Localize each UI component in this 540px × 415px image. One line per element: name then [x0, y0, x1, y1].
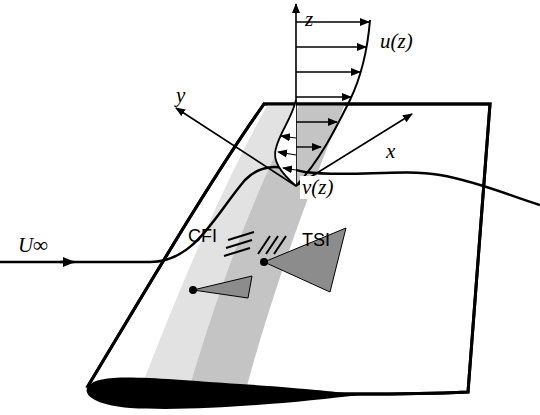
axis-label: y: [174, 84, 187, 107]
source-dot: [189, 286, 197, 294]
airfoil-section: [87, 377, 360, 408]
source-dot: [260, 258, 268, 266]
axis-label: z: [303, 8, 315, 31]
crossflow-streaks: [224, 232, 254, 256]
tsi-wedge: [264, 228, 346, 292]
axis-label: x: [384, 140, 397, 163]
dark-band: [188, 104, 345, 393]
profile-label: u(z): [378, 30, 415, 53]
v-profile-curve: [275, 100, 296, 186]
flow-arrow: [60, 261, 74, 264]
u-profile-arrows: [296, 22, 369, 147]
u-profile-curve: [296, 20, 370, 186]
cfi-wedge: [193, 276, 252, 298]
v-profile-arrows: [278, 136, 296, 170]
instability-label: TSI: [300, 230, 332, 250]
streamline: [0, 167, 540, 262]
ts-waves: [258, 236, 286, 254]
freestream-label: U∞: [16, 234, 50, 257]
instability-label: CFI: [186, 226, 219, 246]
profile-label: v(z): [300, 176, 335, 199]
